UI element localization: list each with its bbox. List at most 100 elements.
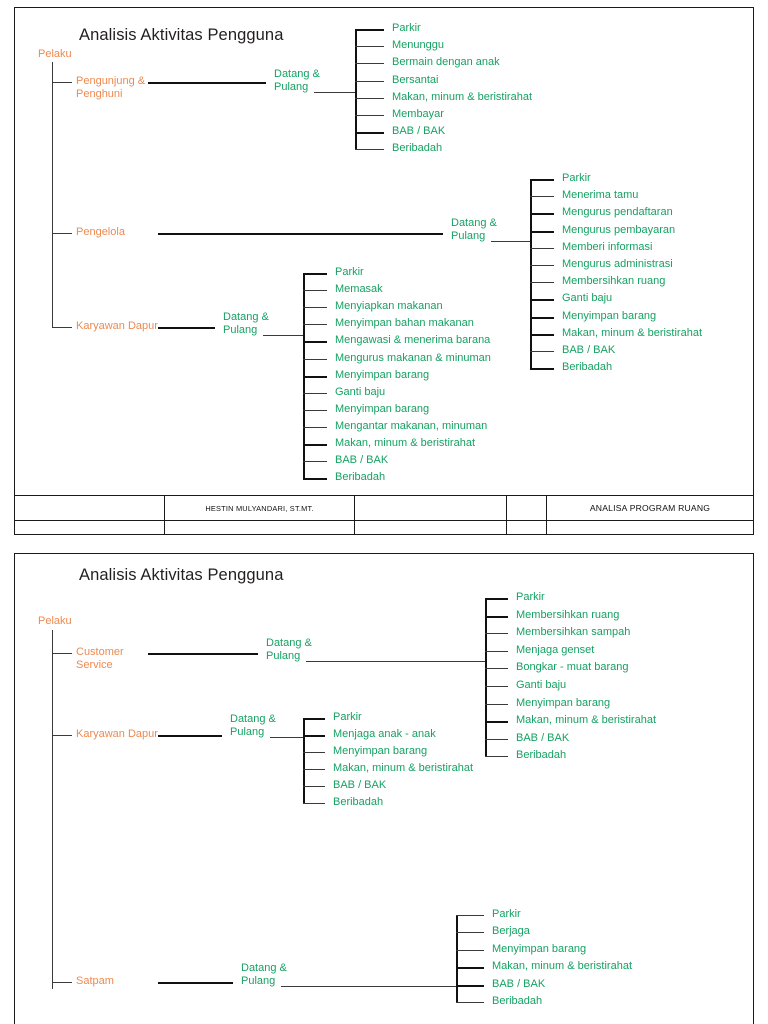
activity-label-2-2[interactable]: Menyimpan barang: [492, 942, 587, 955]
activity-label-1-0[interactable]: Parkir: [562, 172, 591, 184]
activity-label-1-4[interactable]: BAB / BAK: [333, 778, 387, 791]
activity-label-1-10[interactable]: BAB / BAK: [562, 344, 616, 356]
activity-label-0-2[interactable]: Bermain dengan anak: [392, 56, 500, 69]
activity-label-0-0[interactable]: Parkir: [392, 22, 421, 34]
leaf-connector-1-7: [530, 299, 554, 302]
title-block-cell-author: HESTIN MULYANDARI, ST.MT.: [164, 496, 354, 520]
leaf-spine-1: [303, 718, 305, 803]
activity-label-1-1[interactable]: Menerima tamu: [562, 189, 639, 202]
stage-label-2[interactable]: Datang & Pulang: [241, 962, 287, 988]
activity-label-2-1[interactable]: Memasak: [335, 283, 383, 296]
activity-label-1-8[interactable]: Menyimpan barang: [562, 309, 657, 322]
leaf-connector-0-4: [485, 668, 508, 670]
leaf-connector-2-2: [303, 307, 327, 309]
title-block-cell-empty-4: [14, 521, 164, 534]
actor-label-1[interactable]: Karyawan Dapur: [76, 728, 158, 740]
activity-label-1-1[interactable]: Menjaga anak - anak: [333, 727, 436, 740]
leafhub-connector-0: [314, 92, 355, 93]
activity-label-0-8[interactable]: BAB / BAK: [516, 731, 570, 744]
tree-root-label: Pelaku: [38, 615, 72, 627]
leaf-connector-2-6: [303, 375, 327, 378]
leaf-spine-2: [456, 915, 458, 1002]
activity-label-0-5[interactable]: Membayar: [392, 108, 444, 120]
activity-label-0-4[interactable]: Bongkar - muat barang: [516, 661, 629, 674]
activity-label-1-9[interactable]: Makan, minum & beristirahat: [562, 326, 702, 339]
stage-connector-0: [148, 653, 258, 655]
leaf-connector-2-8: [303, 409, 327, 411]
leaf-connector-0-7: [485, 721, 508, 724]
activity-label-1-7[interactable]: Ganti baju: [562, 292, 613, 305]
activity-label-2-4[interactable]: Mengawasi & menerima barana: [335, 334, 491, 347]
title-block-cell-empty-8: [546, 521, 754, 534]
activity-label-0-1[interactable]: Menunggu: [392, 39, 444, 52]
leafhub-connector-1: [270, 737, 303, 738]
activity-label-2-1[interactable]: Berjaga: [492, 925, 530, 938]
leaf-connector-1-2: [303, 751, 325, 753]
activity-label-1-2[interactable]: Menyimpan barang: [333, 744, 428, 757]
activity-label-1-5[interactable]: Beribadah: [333, 795, 384, 808]
leaf-connector-2-11: [303, 461, 327, 463]
leaf-connector-1-9: [530, 333, 554, 336]
activity-label-1-5[interactable]: Mengurus administrasi: [562, 258, 673, 270]
activity-label-1-3[interactable]: Mengurus pembayaran: [562, 223, 676, 236]
activity-label-2-12[interactable]: Beribadah: [335, 471, 386, 484]
activity-label-1-11[interactable]: Beribadah: [562, 361, 613, 374]
title-block-row-bottom: [14, 521, 754, 535]
activity-label-1-0[interactable]: Parkir: [333, 711, 362, 723]
activity-label-2-2[interactable]: Menyiapkan makanan: [335, 300, 443, 313]
actor-label-2[interactable]: Karyawan Dapur: [76, 320, 158, 332]
actor-connector-1: [52, 233, 72, 234]
leaf-connector-0-1: [485, 615, 508, 618]
activity-label-2-10[interactable]: Makan, minum & beristirahat: [335, 437, 475, 449]
activity-label-0-3[interactable]: Menjaga genset: [516, 643, 595, 656]
stage-connector-1: [158, 233, 443, 235]
activity-label-1-6[interactable]: Membersihkan ruang: [562, 275, 666, 288]
actor-label-0[interactable]: Customer Service: [76, 646, 124, 672]
activity-label-0-0[interactable]: Parkir: [516, 591, 545, 603]
activity-label-2-0[interactable]: Parkir: [335, 266, 364, 278]
activity-label-0-7[interactable]: Beribadah: [392, 142, 443, 155]
activity-label-0-6[interactable]: BAB / BAK: [392, 125, 446, 138]
actor-connector-0: [52, 653, 72, 654]
activity-label-2-4[interactable]: BAB / BAK: [492, 977, 546, 990]
leaf-connector-2-5: [303, 358, 327, 360]
activity-label-2-9[interactable]: Mengantar makanan, minuman: [335, 419, 488, 432]
activity-label-2-3[interactable]: Makan, minum & beristirahat: [492, 960, 632, 973]
leaf-connector-0-6: [485, 703, 508, 705]
stage-label-1[interactable]: Datang & Pulang: [451, 217, 497, 243]
leaf-connector-1-1: [303, 734, 325, 737]
activity-label-1-4[interactable]: Memberi informasi: [562, 240, 653, 253]
stage-label-1[interactable]: Datang & Pulang: [230, 713, 276, 739]
actor-label-0[interactable]: Pengunjung & Penghuni: [76, 75, 146, 101]
actor-label-1[interactable]: Pengelola: [76, 226, 125, 238]
activity-label-0-7[interactable]: Makan, minum & beristirahat: [516, 714, 656, 727]
stage-label-0[interactable]: Datang & Pulang: [274, 68, 320, 94]
activity-label-0-2[interactable]: Membersihkan sampah: [516, 626, 631, 639]
activity-label-0-1[interactable]: Membersihkan ruang: [516, 608, 620, 621]
activity-label-2-11[interactable]: BAB / BAK: [335, 454, 389, 467]
leaf-connector-1-1: [530, 196, 554, 198]
activity-label-0-6[interactable]: Menyimpan barang: [516, 696, 611, 709]
actor-label-2[interactable]: Satpam: [76, 975, 114, 987]
activity-label-2-5[interactable]: Mengurus makanan & minuman: [335, 351, 491, 364]
leaf-connector-1-3: [530, 230, 554, 233]
leaf-connector-2-5: [456, 1002, 484, 1003]
activity-label-0-9[interactable]: Beribadah: [516, 749, 567, 762]
activity-label-2-7[interactable]: Ganti baju: [335, 385, 386, 398]
activity-label-2-6[interactable]: Menyimpan barang: [335, 368, 430, 381]
activity-label-2-3[interactable]: Menyimpan bahan makanan: [335, 317, 474, 330]
activity-label-2-8[interactable]: Menyimpan barang: [335, 402, 430, 415]
activity-label-0-5[interactable]: Ganti baju: [516, 679, 567, 691]
activity-label-0-3[interactable]: Bersantai: [392, 73, 439, 86]
activity-label-1-2[interactable]: Mengurus pendaftaran: [562, 206, 673, 219]
stage-label-0[interactable]: Datang & Pulang: [266, 637, 312, 663]
leaf-spine-0: [355, 29, 357, 150]
activity-label-0-4[interactable]: Makan, minum & beristirahat: [392, 90, 532, 103]
activity-label-2-5[interactable]: Beribadah: [492, 995, 543, 1007]
stage-label-2[interactable]: Datang & Pulang: [223, 311, 269, 337]
activity-label-2-0[interactable]: Parkir: [492, 908, 521, 920]
leaf-connector-0-5: [485, 686, 508, 687]
page-title-top: Analisis Aktivitas Pengguna: [79, 26, 284, 44]
activity-label-1-3[interactable]: Makan, minum & beristirahat: [333, 761, 473, 774]
